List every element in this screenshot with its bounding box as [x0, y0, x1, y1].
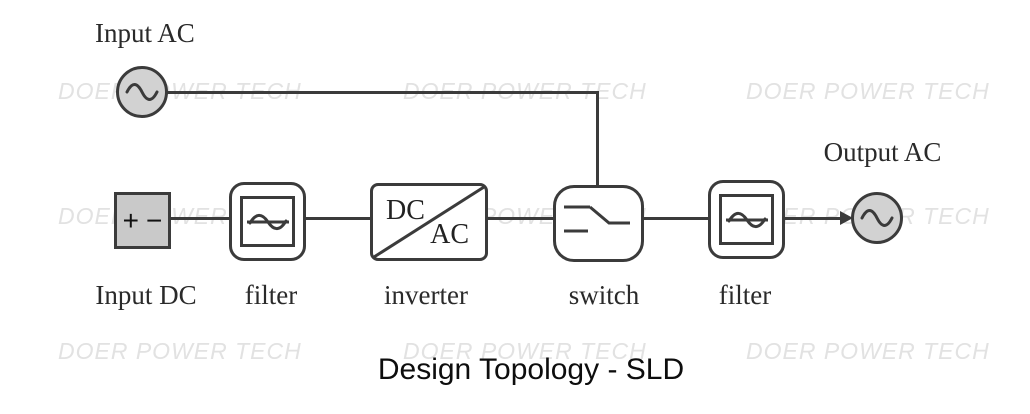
- input-dc-source: + −: [114, 192, 171, 249]
- wire-dc-to-filter: [166, 217, 232, 220]
- inverter-label: inverter: [384, 280, 468, 310]
- input-ac-source: [116, 66, 168, 118]
- filtered-wave-icon: [246, 213, 289, 230]
- input-dc-label: Input DC: [95, 280, 197, 310]
- plus-symbol: +: [122, 204, 139, 236]
- diagram-title: Design Topology - SLD: [377, 353, 685, 386]
- watermark-text: DOER POWER TECH: [746, 338, 990, 364]
- arrowhead-icon: [840, 211, 853, 225]
- sine-wave-icon: [860, 209, 894, 227]
- filter1-label: filter: [244, 280, 298, 310]
- wire-switch-to-filter: [642, 217, 710, 220]
- wire-drop-to-switch: [596, 91, 599, 187]
- watermark-text: DOER POWER TECH: [58, 338, 302, 364]
- filter1-inner-frame: [240, 196, 295, 247]
- watermark-text: DOER POWER TECH: [403, 338, 647, 364]
- inverter-diagonal: [373, 186, 485, 258]
- inverter-dc-text: DC: [386, 195, 425, 226]
- minus-symbol: −: [146, 204, 163, 236]
- filter1-box: [229, 182, 306, 261]
- input-ac-label: Input AC: [95, 18, 195, 48]
- sine-wave-icon: [125, 83, 159, 101]
- wire-filter-to-inverter: [303, 217, 372, 220]
- inverter-ac-text: AC: [430, 219, 469, 250]
- wire-filter-to-output: [783, 217, 841, 220]
- filter2-inner-frame: [719, 194, 774, 245]
- switch-contact-icon: [564, 205, 630, 233]
- filter2-label: filter: [718, 280, 772, 310]
- inverter-box: DC AC: [370, 183, 488, 261]
- switch-box: [553, 185, 644, 262]
- output-ac-label: Output AC: [823, 137, 942, 167]
- wire-input-ac-to-switch: [166, 91, 599, 94]
- watermark-text: DOER POWER TECH: [746, 78, 990, 104]
- wire-inverter-to-switch: [486, 217, 555, 220]
- output-ac-source: [851, 192, 903, 244]
- switch-label: switch: [568, 280, 640, 310]
- filter2-box: [708, 180, 785, 259]
- filtered-wave-icon: [725, 211, 768, 228]
